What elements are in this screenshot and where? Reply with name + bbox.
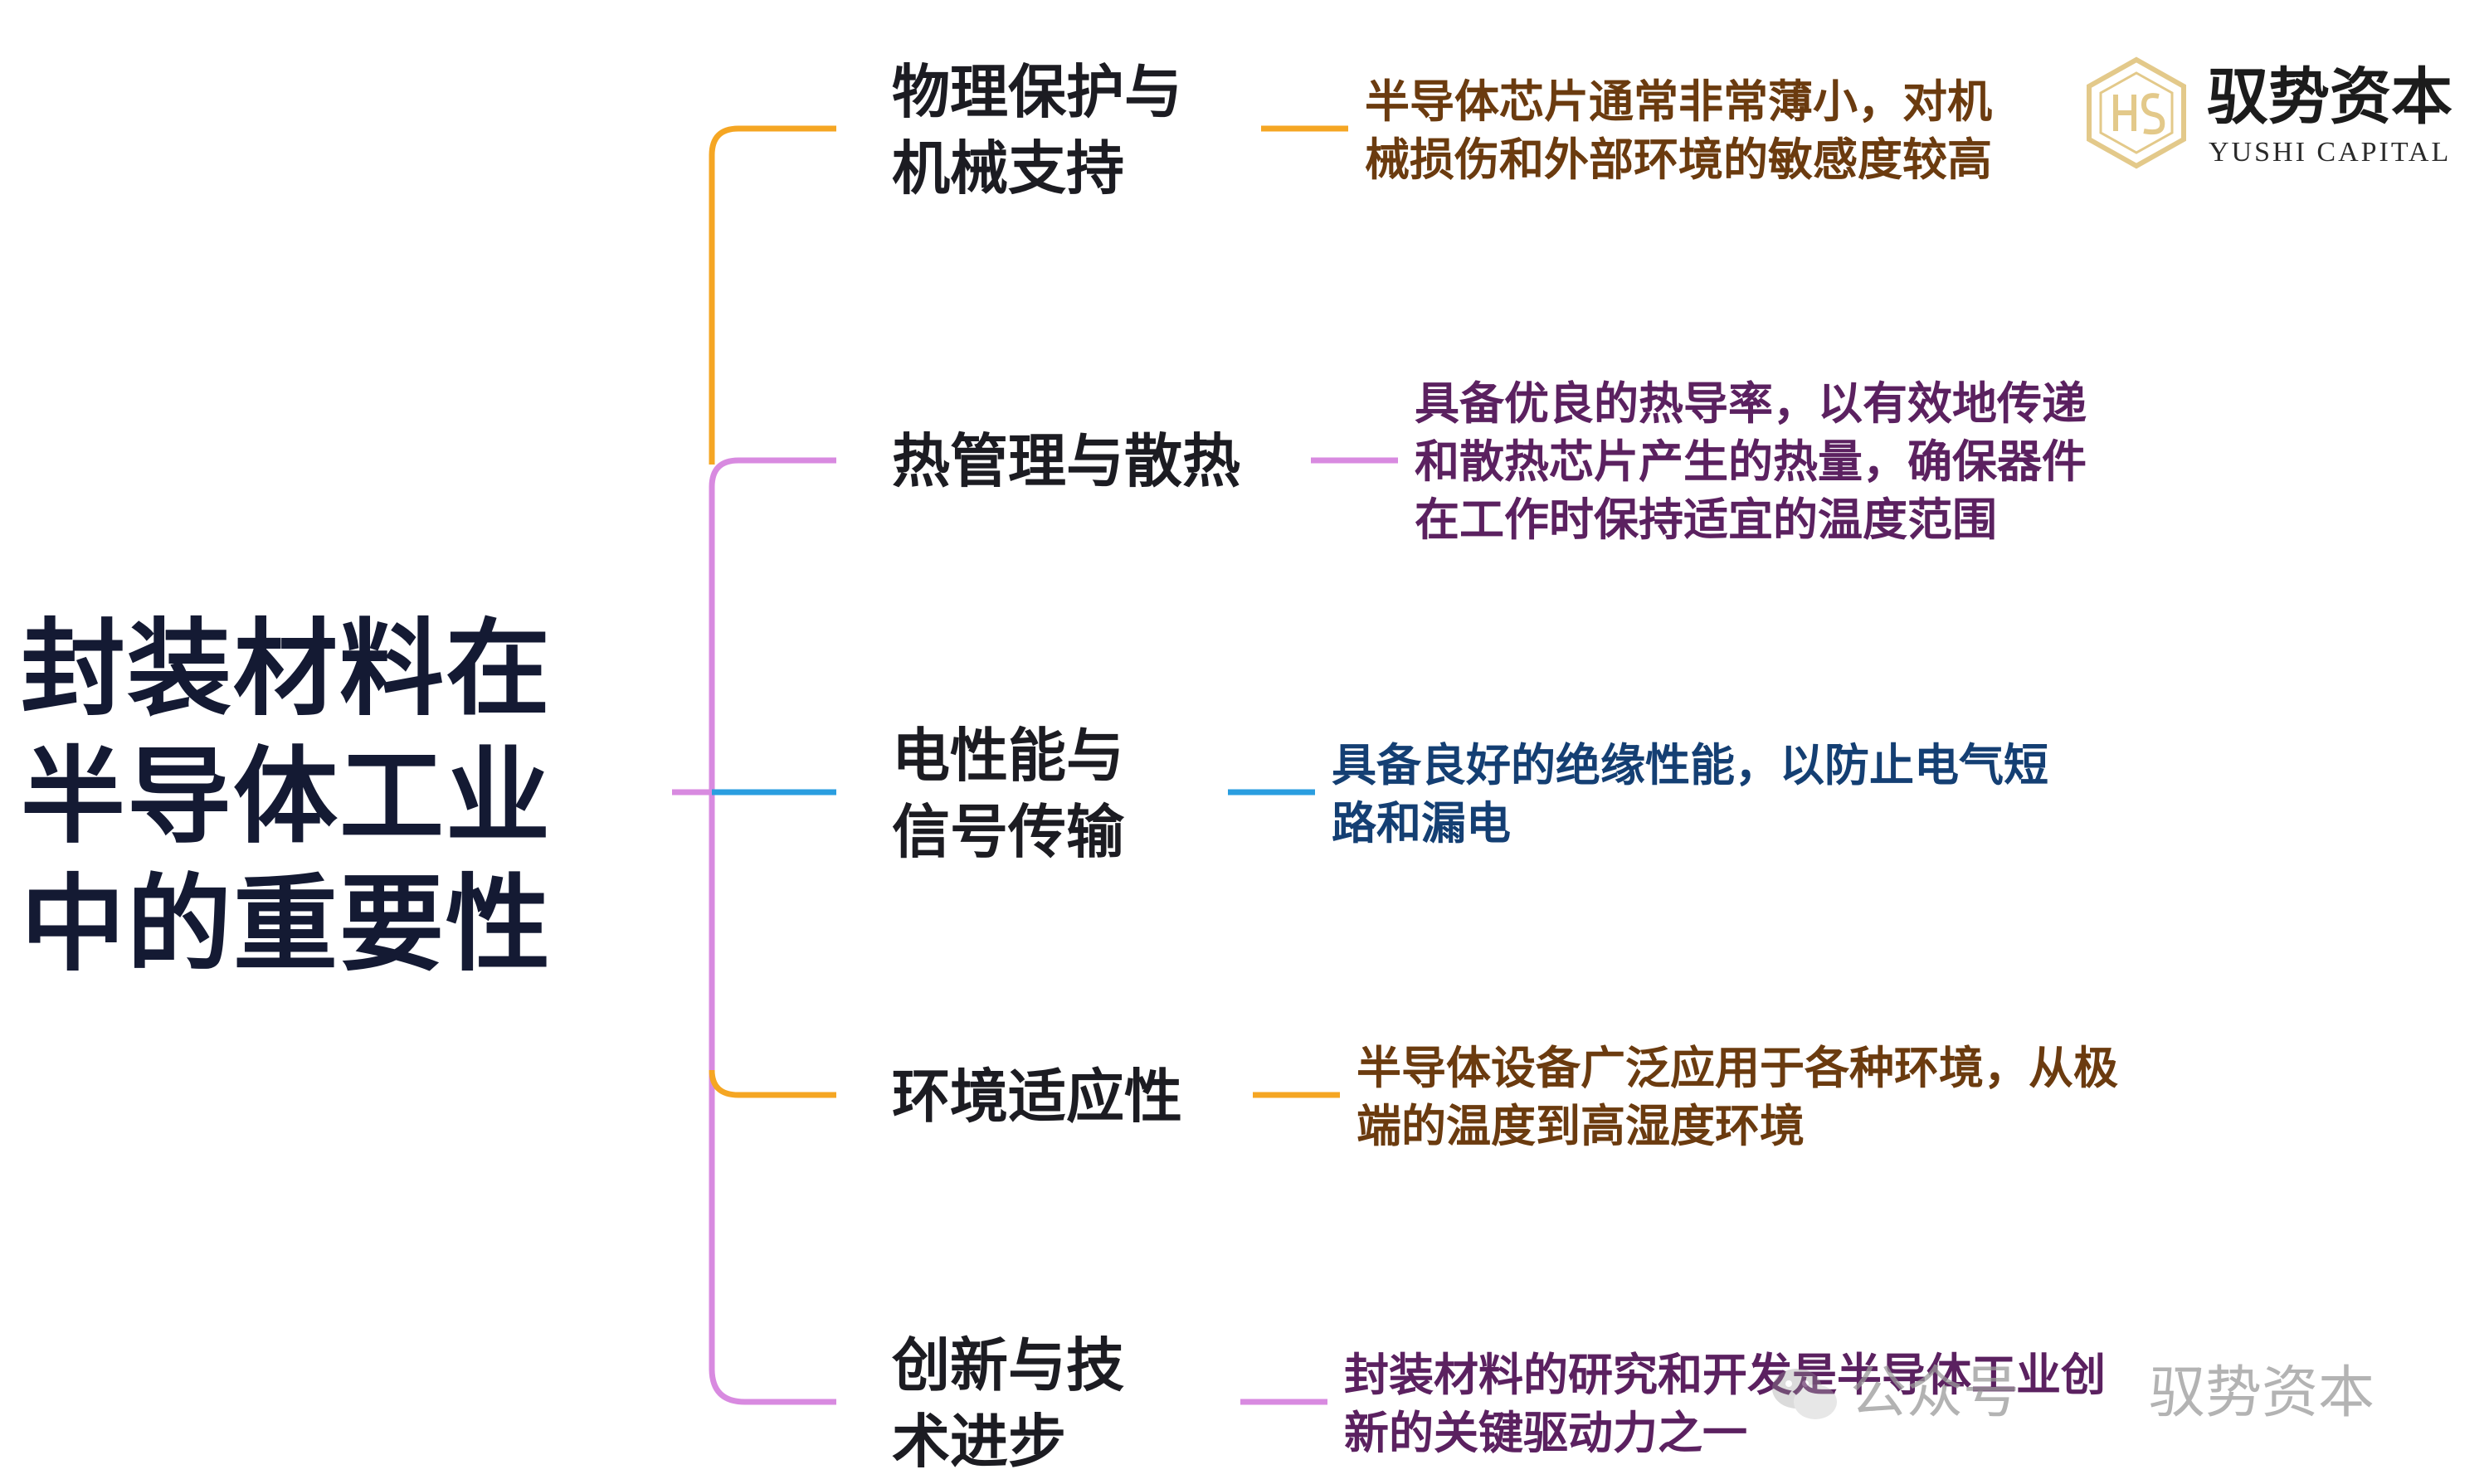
branch-title-physical-protection: 物理保护与 机械支持 bbox=[892, 54, 1182, 207]
branch-desc-line: 封装材料的研究和开发是半导体工业创 bbox=[1344, 1349, 2106, 1401]
root-title: 封装材料在 半导体工业 中的重要性 bbox=[21, 606, 552, 989]
branch-connector-environment bbox=[709, 1069, 836, 1098]
watermark-platform: 公众号 bbox=[1850, 1360, 2020, 1426]
wechat-icon bbox=[1772, 1369, 1837, 1419]
branch-desc-line: 具备良好的绝缘性能，以防止电气短 bbox=[1332, 739, 2048, 791]
branch-desc-line: 半导体设备广泛应用于各种环境，从极 bbox=[1357, 1042, 2118, 1094]
branch-title-innovation: 创新与技 术进步 bbox=[892, 1327, 1124, 1480]
branch-title-line: 机械支持 bbox=[892, 134, 1124, 202]
branch-desc-environmental-adaptability: 半导体设备广泛应用于各种环境，从极 端的温度到高湿度环境 bbox=[1357, 1039, 2118, 1156]
branch-title-line: 术进步 bbox=[892, 1408, 1066, 1476]
branch-desc-line: 械损伤和外部环境的敏感度较高 bbox=[1365, 134, 1992, 186]
branch-desc-line: 新的关键驱动力之一 bbox=[1344, 1407, 1747, 1459]
branch-desc-line: 路和漏电 bbox=[1332, 797, 1511, 849]
brand-name-english: YUSHI CAPITAL bbox=[2209, 137, 2452, 168]
branch-title-line: 创新与技 bbox=[892, 1331, 1124, 1399]
branch-desc-line: 和散热芯片产生的热量，确保器件 bbox=[1415, 435, 2087, 488]
branch-desc-line: 端的温度到高湿度环境 bbox=[1357, 1100, 1805, 1152]
trunk-segment-physical bbox=[709, 125, 836, 465]
branch-desc-electrical-performance: 具备良好的绝缘性能，以防止电气短 路和漏电 bbox=[1332, 737, 2048, 853]
branch-desc-physical-protection: 半导体芯片通常非常薄小，对机 械损伤和外部环境的敏感度较高 bbox=[1365, 73, 1992, 189]
branch-title-line: 热管理与散热 bbox=[892, 427, 1240, 495]
branch-desc-thermal-management: 具备优良的热导率，以有效地传递 和散热芯片产生的热量，确保器件 在工作时保持适宜… bbox=[1415, 375, 2087, 549]
watermark-name: 驭势资本 bbox=[2149, 1360, 2375, 1426]
branch-desc-line: 具备优良的热导率，以有效地传递 bbox=[1415, 377, 2087, 430]
brand-mark-icon bbox=[2087, 56, 2186, 169]
brand-name-chinese: 驭势资本 bbox=[2207, 61, 2452, 133]
root-title-line: 半导体工业 bbox=[21, 736, 552, 858]
branch-desc-line: 半导体芯片通常非常薄小，对机 bbox=[1365, 75, 1992, 128]
branch-title-line: 电性能与 bbox=[892, 722, 1124, 790]
branch-title-line: 信号传输 bbox=[892, 798, 1124, 866]
branch-desc-innovation: 封装材料的研究和开发是半导体工业创 新的关键驱动力之一 bbox=[1344, 1346, 2106, 1462]
brand-logo: 驭势资本 YUSHI CAPITAL bbox=[2082, 50, 2472, 182]
root-title-line: 封装材料在 bbox=[21, 608, 552, 730]
branch-title-thermal-management: 热管理与散热 bbox=[892, 423, 1240, 499]
branch-title-line: 环境适应性 bbox=[892, 1063, 1182, 1131]
branch-title-electrical-performance: 电性能与 信号传输 bbox=[892, 718, 1124, 870]
branch-title-environmental-adaptability: 环境适应性 bbox=[892, 1058, 1182, 1135]
root-title-line: 中的重要性 bbox=[21, 864, 552, 985]
branch-desc-line: 在工作时保持适宜的温度范围 bbox=[1415, 494, 1997, 546]
branch-title-line: 物理保护与 bbox=[892, 58, 1182, 126]
trunk-segment-main bbox=[709, 457, 836, 1405]
